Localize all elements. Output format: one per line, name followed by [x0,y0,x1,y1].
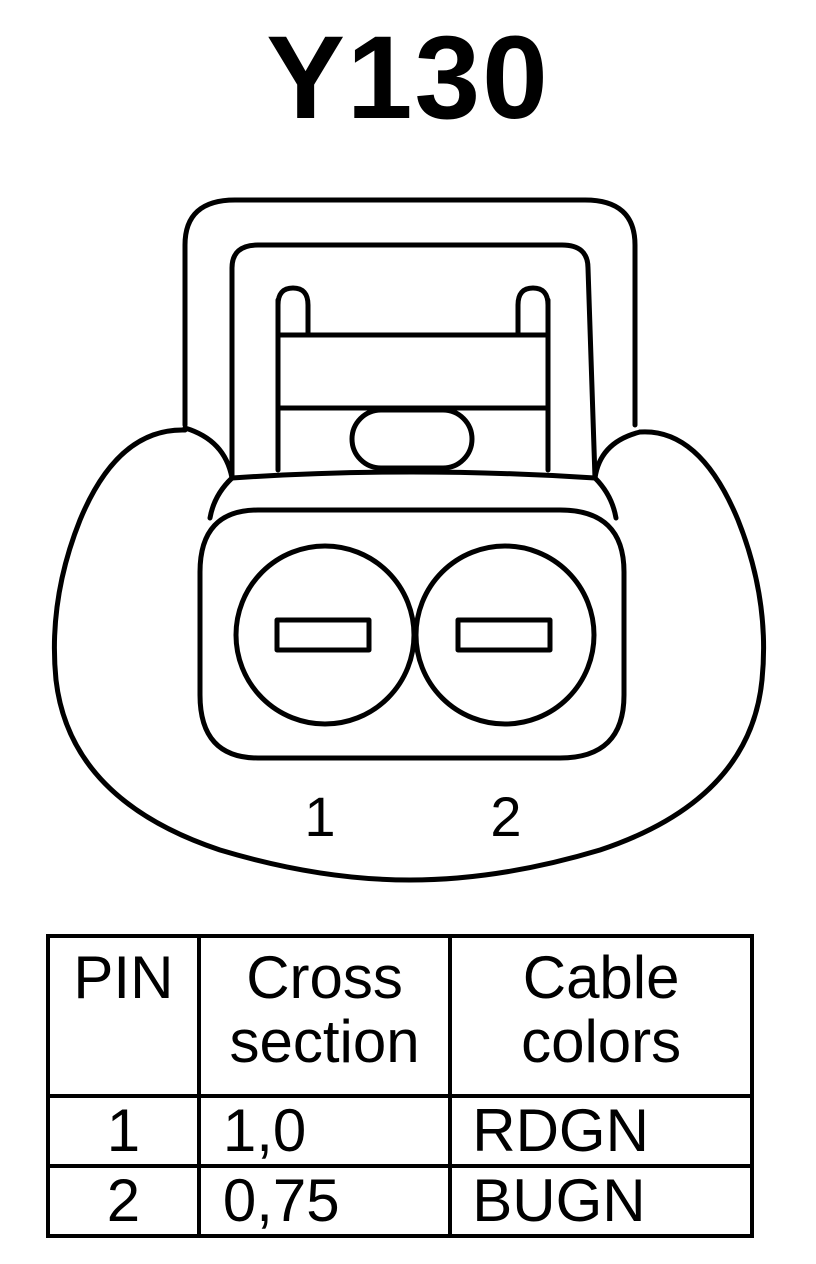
pin-socket-2 [413,543,597,727]
housing-outline [51,427,767,883]
shoulder-tip-left [207,475,235,521]
housing-shoulder-left [182,425,235,481]
pin-cavity-outline [197,507,627,761]
connector-title: Y130 [266,12,550,144]
pin-socket-1 [233,543,417,727]
cell-cross-section: 0,75 [196,1164,453,1238]
cell-pin: 1 [46,1094,201,1168]
latch-outer [182,197,638,428]
table-row: 2 0,75 BUGN [46,1164,754,1238]
housing-shoulder-right [592,429,643,481]
cell-pin: 2 [46,1164,201,1238]
pin-blade-1 [274,617,372,653]
latch-post-left [275,285,311,338]
cell-cable-color: RDGN [448,1094,754,1168]
cell-cross-section: 1,0 [196,1094,453,1168]
header-pin: PIN [46,934,201,1098]
latch-release-tab [349,407,475,471]
table-row: 1 1,0 RDGN [46,1094,754,1168]
cell-cable-color: BUGN [448,1164,754,1238]
table-header-row: PIN Cross section Cable colors [46,934,754,1098]
shoulder-tip-right [592,475,619,521]
latch-inner [229,242,598,481]
latch-post-right [515,285,551,338]
connector-diagram: 1 2 [51,197,767,883]
pin-assignment-table: PIN Cross section Cable colors 1 1,0 RDG… [46,934,754,1238]
pin-label-2: 2 [490,785,521,848]
header-cross-section: Cross section [196,934,453,1098]
cavity-lip [229,469,598,481]
header-cable-colors: Cable colors [448,934,754,1098]
pin-blade-2 [455,617,553,653]
pin-label-1: 1 [304,785,335,848]
